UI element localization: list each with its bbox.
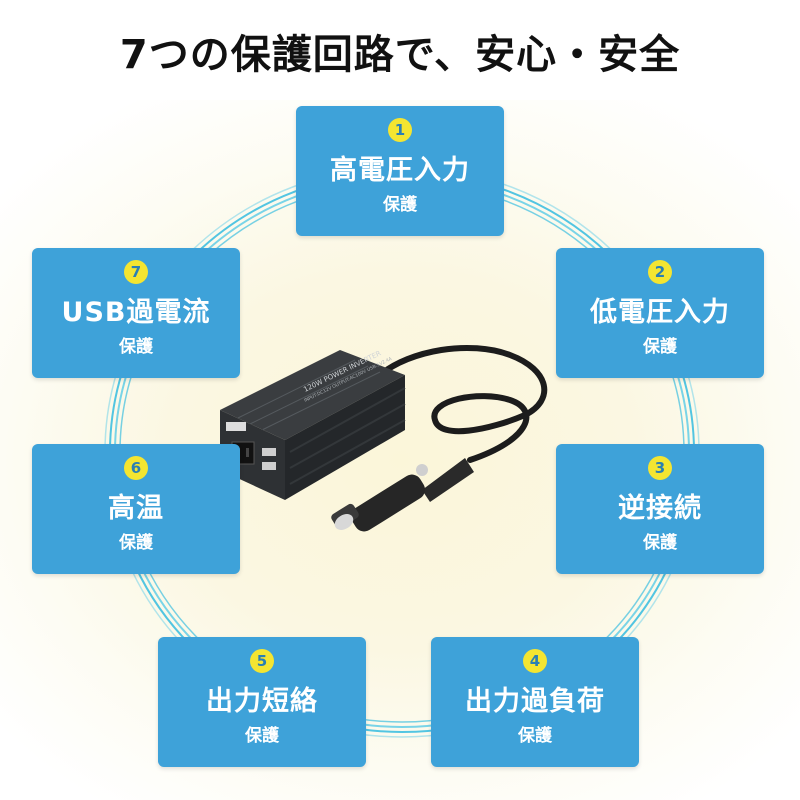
protection-sub: 保護 [119,533,153,553]
cable [377,344,548,463]
protection-card-3: 3 逆接続 保護 [556,444,764,574]
protection-sub: 保護 [383,195,417,215]
cigarette-plug [331,458,474,532]
protection-sub: 保護 [245,726,279,746]
protection-card-7: 7 USB過電流 保護 [32,248,240,378]
protection-sub: 保護 [643,533,677,553]
protection-label: 高温 [108,493,164,524]
power-switch [226,422,246,431]
number-badge: 5 [250,649,274,673]
number-badge: 4 [523,649,547,673]
protection-label: 低電圧入力 [590,297,730,328]
protection-sub: 保護 [643,337,677,357]
number-badge: 3 [648,456,672,480]
protection-label: 出力短絡 [206,686,318,717]
protection-card-6: 6 高温 保護 [32,444,240,574]
protection-card-5: 5 出力短絡 保護 [158,637,366,767]
usb-port-2 [262,462,276,470]
page-title: 7つの保護回路で、安心・安全 [119,32,681,78]
protection-sub: 保護 [518,726,552,746]
protection-card-4: 4 出力過負荷 保護 [431,637,639,767]
protection-label: 出力過負荷 [465,686,605,717]
number-badge: 2 [648,260,672,284]
number-badge: 1 [388,118,412,142]
inverter-product-image: 120W POWER INVERTER INPUT:DC12V OUTPUT:A… [220,344,548,532]
protection-label: 逆接続 [618,493,702,524]
usb-port-1 [262,448,276,456]
protection-label: USB過電流 [61,297,211,328]
number-badge: 7 [124,260,148,284]
protection-sub: 保護 [119,337,153,357]
protection-card-1: 1 高電圧入力 保護 [296,106,504,236]
protection-label: 高電圧入力 [330,155,470,186]
protection-card-2: 2 低電圧入力 保護 [556,248,764,378]
inverter-top [220,350,405,440]
number-badge: 6 [124,456,148,480]
